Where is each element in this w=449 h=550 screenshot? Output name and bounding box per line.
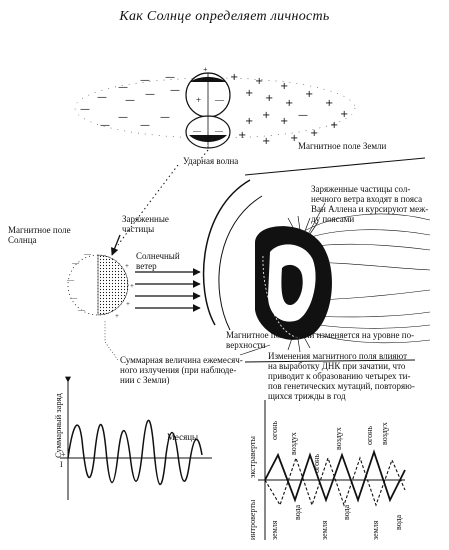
svg-text:—: — (80, 104, 90, 115)
minus-sign: I (60, 460, 63, 469)
svg-text:+: + (203, 65, 208, 74)
sun-sphere: + — + (185, 65, 231, 118)
svg-text:—: — (118, 82, 128, 93)
element-label-bottom: земля (270, 520, 279, 540)
svg-text:—: — (71, 259, 80, 267)
svg-text:—: — (97, 92, 107, 103)
svg-text:+: + (262, 136, 270, 147)
bow-shock (202, 157, 426, 363)
svg-text:—: — (100, 120, 110, 131)
svg-text:+: + (330, 120, 338, 131)
svg-text:—: — (140, 120, 150, 131)
element-label-top: воздух (380, 422, 389, 445)
svg-text:+: + (245, 88, 253, 99)
element-label-top: воздух (334, 427, 343, 450)
svg-text:+: + (280, 116, 288, 127)
monthly-sum-label: Суммарная величина ежемесяч- ного излуче… (120, 355, 243, 385)
svg-text:+: + (126, 300, 130, 308)
svg-text:—: — (69, 294, 78, 302)
svg-text:+: + (340, 109, 348, 120)
element-label-bottom: вода (293, 504, 302, 520)
svg-text:—: — (140, 75, 150, 86)
element-label-bottom: земля (320, 520, 329, 540)
svg-text:+: + (245, 116, 253, 127)
plus-sign: + (61, 450, 66, 459)
svg-text:—: — (214, 95, 225, 105)
field-changes-label: Магнитное поле Земли изменяется на уровн… (226, 330, 415, 350)
months-label: Месяцы (167, 432, 199, 442)
solar-field-label: Магнитное поле Солнца (8, 225, 71, 245)
svg-text:+: + (196, 95, 201, 105)
svg-text:+: + (230, 72, 238, 83)
solar-disc: ——— —++ ++— (66, 250, 134, 320)
svg-text:+: + (255, 76, 263, 87)
element-label-bottom: вода (394, 514, 403, 530)
svg-text:—: — (66, 276, 75, 284)
svg-text:—: — (83, 250, 92, 258)
svg-text:+: + (325, 98, 333, 109)
svg-text:—: — (192, 126, 202, 135)
van-allen-label: Заряженные частицы сол- нечного ветра вх… (311, 184, 429, 224)
svg-text:+: + (204, 141, 209, 150)
extroverts-axis-label: экстраверты (248, 436, 257, 478)
earth-field-label: Магнитное поле Земли (298, 141, 387, 151)
element-label-top: огонь (365, 425, 374, 445)
element-label-top: огонь (270, 420, 279, 440)
shock-wave-label: Ударная волна (183, 156, 239, 166)
svg-text:+: + (310, 128, 318, 139)
svg-text:—: — (118, 112, 128, 123)
element-label-top: воздух (289, 432, 298, 455)
svg-text:+: + (125, 262, 129, 270)
dna-label: Изменения магнитного поля влияют на выра… (268, 351, 415, 401)
svg-text:—: — (170, 85, 180, 96)
svg-text:+: + (290, 133, 298, 144)
svg-text:+: + (262, 110, 270, 121)
total-charge-axis-label: Суммарный заряд (53, 393, 63, 458)
introverts-axis-label: интроверты (248, 499, 257, 540)
temperament-chart (258, 400, 406, 540)
svg-text:+: + (130, 282, 134, 290)
svg-text:+: + (238, 130, 246, 141)
svg-text:—: — (125, 95, 135, 106)
svg-text:—: — (160, 112, 170, 123)
element-label-bottom: вода (342, 504, 351, 520)
page-title: Как Солнце определяет личность (119, 9, 330, 24)
element-label-top: огонь (312, 453, 321, 473)
svg-text:—: — (298, 110, 308, 121)
solar-wind-arrows (110, 234, 201, 312)
svg-text:—: — (77, 306, 86, 314)
svg-text:+: + (265, 93, 273, 104)
solar-wind-label: Солнечный ветер (136, 251, 180, 271)
svg-text:+: + (280, 81, 288, 92)
svg-text:+: + (305, 89, 313, 100)
svg-text:+: + (285, 98, 293, 109)
charged-particles-label: Заряженные частицы (122, 214, 169, 234)
svg-text:—: — (214, 126, 224, 135)
earth-sphere: — — + (185, 115, 231, 150)
svg-text:—: — (145, 89, 155, 100)
element-label-bottom: земля (371, 520, 380, 540)
svg-text:+: + (115, 312, 119, 320)
svg-text:—: — (165, 72, 175, 83)
van-allen-belts (255, 215, 332, 353)
radiation-chart (60, 376, 212, 500)
leader-lines (104, 202, 326, 361)
